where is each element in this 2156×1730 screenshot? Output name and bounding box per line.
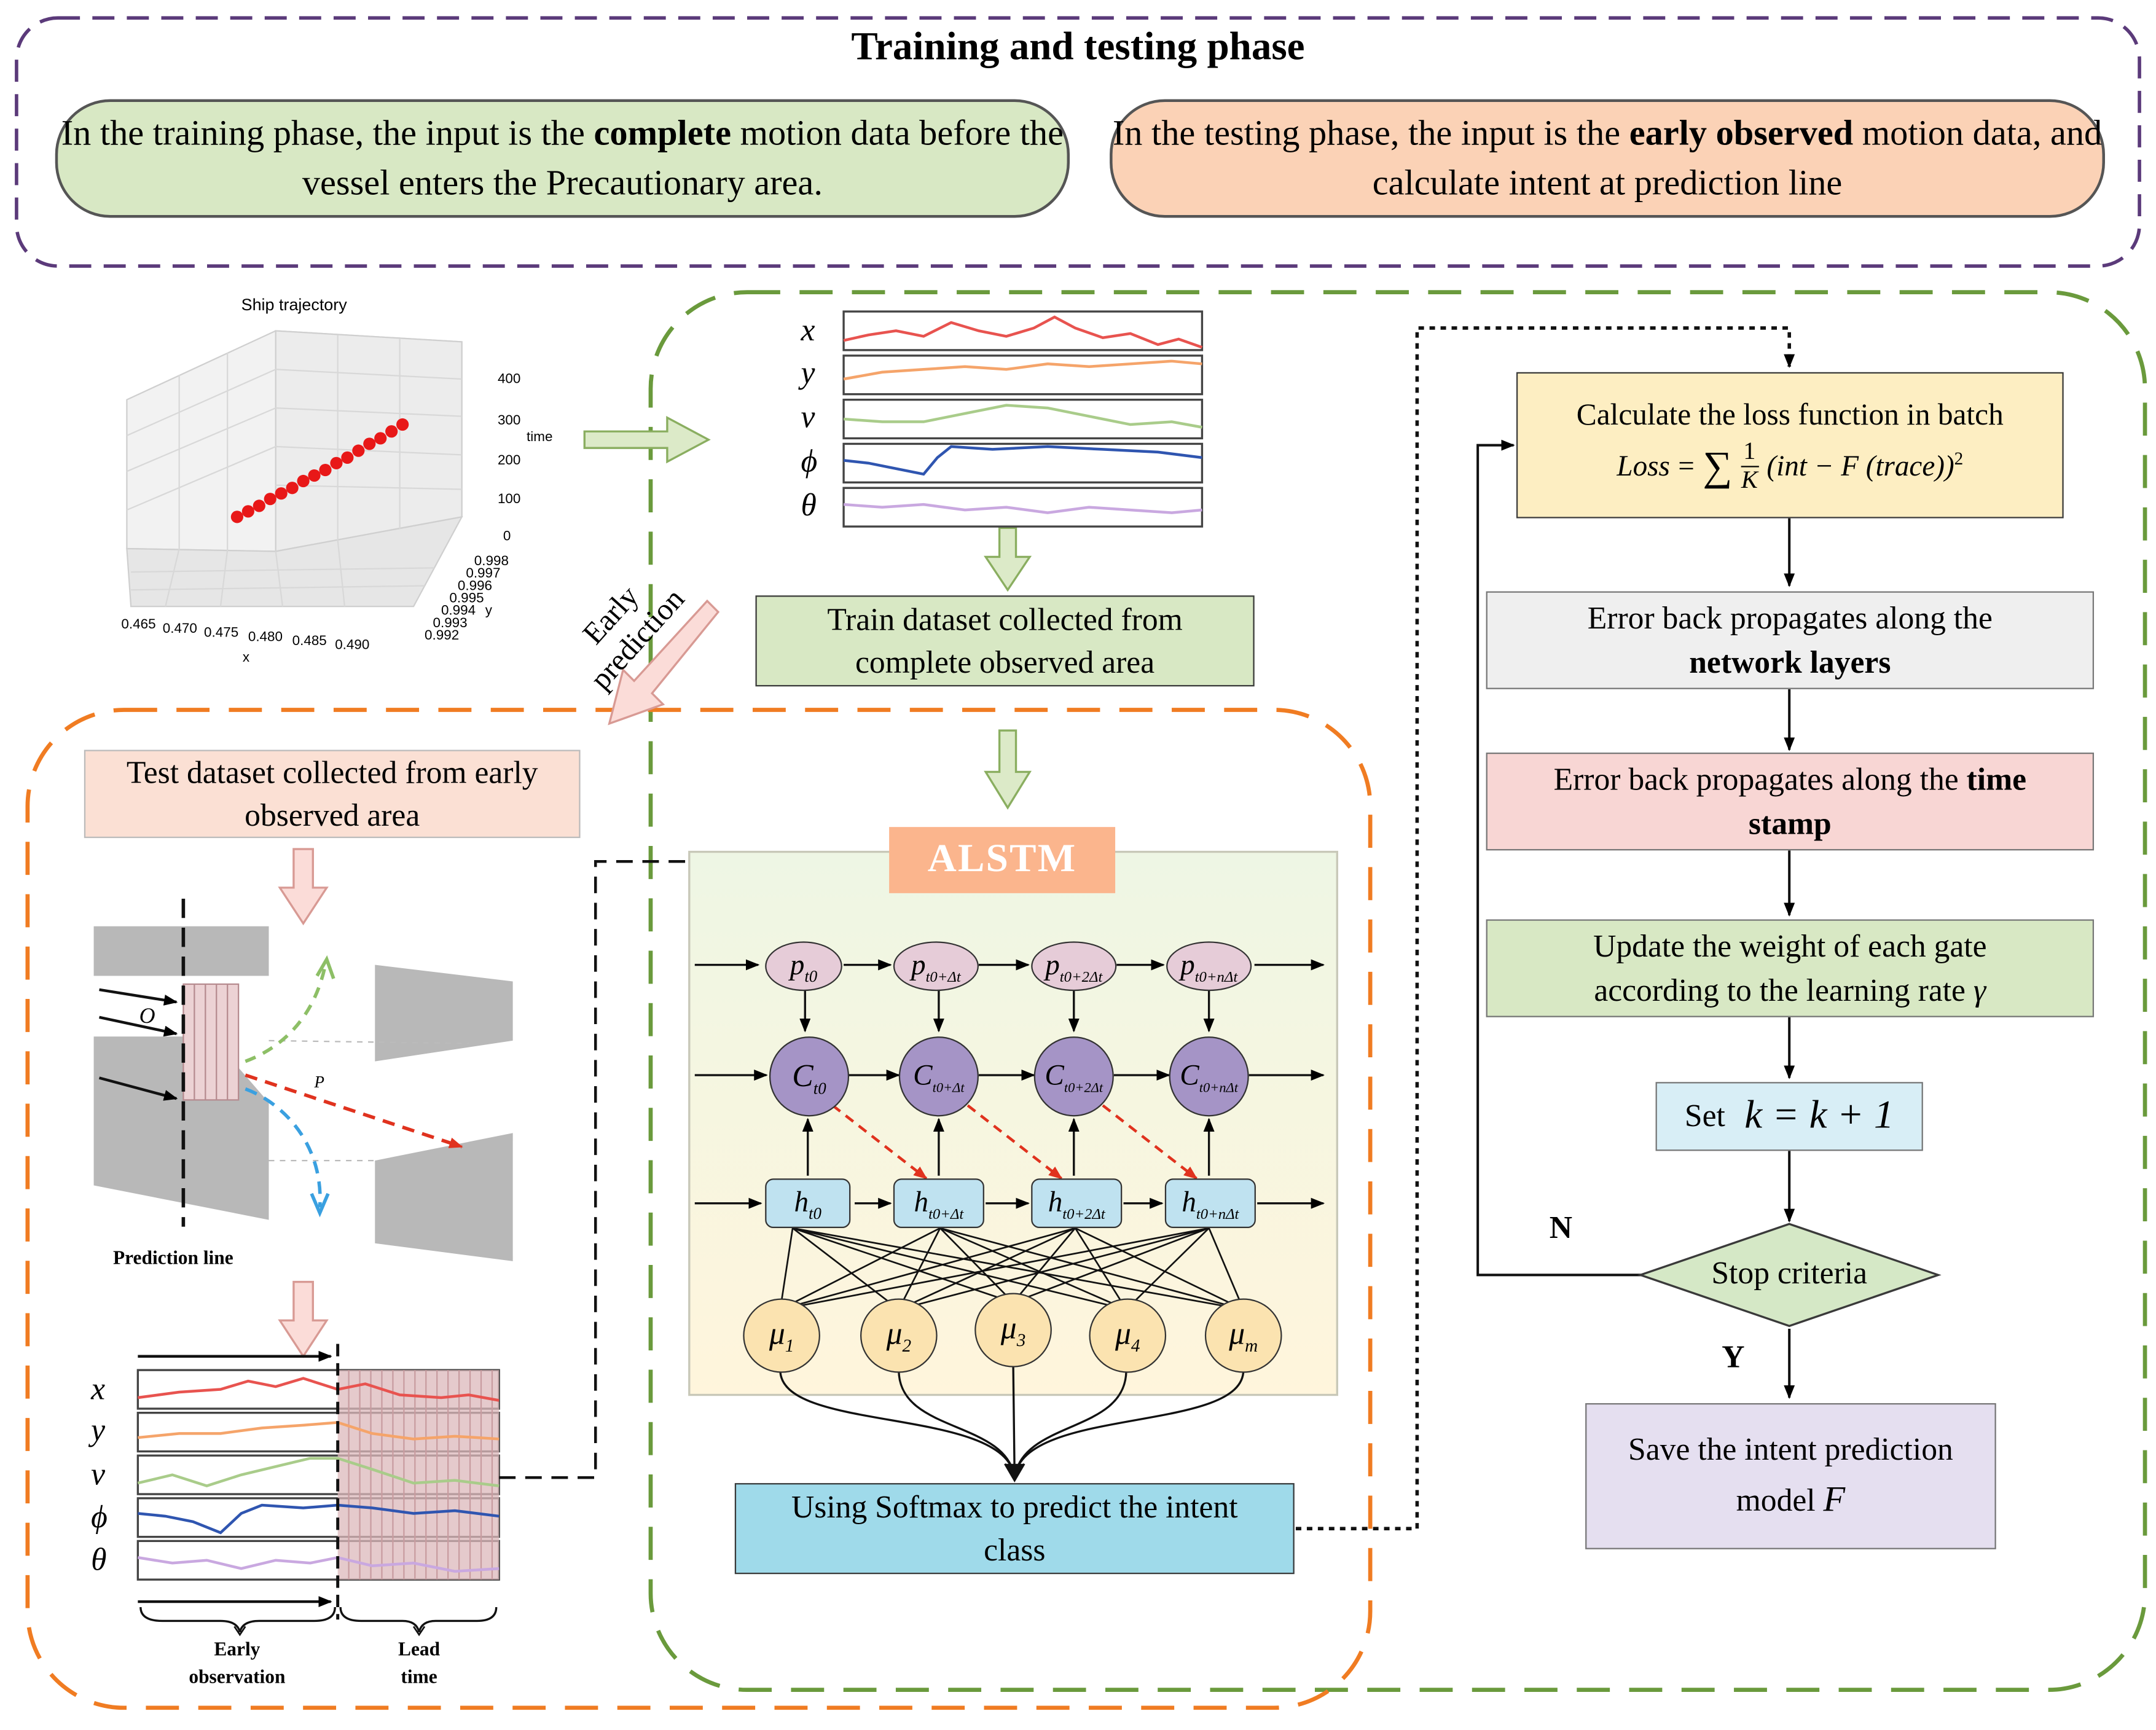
plot-title: Ship trajectory bbox=[241, 295, 347, 315]
block-arrow-signals-to-train bbox=[984, 526, 1032, 592]
z-tick-1: 300 bbox=[497, 413, 521, 429]
x-tick-1: 0.470 bbox=[162, 621, 197, 637]
stop-criteria-diamond bbox=[1637, 1223, 1942, 1328]
phase-title: Training and testing phase bbox=[851, 25, 1305, 69]
p-node-t1: pt0+Δt bbox=[893, 941, 979, 992]
y-tick-4: 0.994 bbox=[441, 603, 476, 619]
testing-phase-note: In the testing phase, the input is the e… bbox=[1110, 99, 2105, 218]
y-tick-1: 0.997 bbox=[466, 566, 501, 582]
c-node-t0: Ct0 bbox=[769, 1036, 850, 1117]
mu-node-1: μ1 bbox=[743, 1298, 820, 1373]
mu-node-3: μ3 bbox=[974, 1293, 1052, 1368]
h-node-t1: ht0+Δt bbox=[893, 1178, 984, 1229]
x-tick-3: 0.480 bbox=[248, 630, 283, 646]
mu-to-softmax-connections bbox=[779, 1364, 1245, 1482]
save-model-box: Save the intent prediction model F bbox=[1585, 1403, 1996, 1549]
x-tick-4: 0.485 bbox=[292, 634, 327, 649]
channel-map-schematic bbox=[93, 898, 513, 1261]
z-tick-4: 0 bbox=[503, 529, 511, 545]
h-node-t2: ht0+2Δt bbox=[1031, 1178, 1123, 1229]
flowchart-arrows bbox=[1476, 439, 1795, 1399]
testing-region bbox=[25, 708, 1373, 1710]
x-tick-2: 0.475 bbox=[204, 625, 239, 641]
c-node-t2: Ct0+2Δt bbox=[1033, 1036, 1114, 1117]
c-node-t1: Ct0+Δt bbox=[898, 1036, 979, 1117]
signal-label-v: v bbox=[801, 399, 815, 434]
branch-y-label: Y bbox=[1722, 1339, 1745, 1374]
x-tick-5: 0.490 bbox=[335, 638, 370, 654]
z-tick-2: 200 bbox=[497, 453, 521, 469]
block-arrow-train-to-alstm bbox=[984, 729, 1032, 810]
ship-trajectory-3d-plot bbox=[126, 330, 463, 608]
p-label: P bbox=[314, 1072, 325, 1092]
h-node-t0: ht0 bbox=[765, 1178, 851, 1229]
signal-label-x: x bbox=[801, 313, 815, 348]
softmax-to-loss-connector bbox=[1295, 326, 1795, 1530]
signal-label-y: y bbox=[801, 355, 815, 390]
mu-node-4: μ4 bbox=[1089, 1298, 1167, 1373]
p-node-t2: pt0+2Δt bbox=[1031, 941, 1117, 992]
test-dataset-box: Test dataset collected from early observ… bbox=[84, 750, 581, 839]
phase-container bbox=[15, 16, 2141, 268]
x-tick-0: 0.465 bbox=[121, 617, 156, 633]
test-signal-label-theta: θ bbox=[91, 1542, 107, 1577]
branch-n-label: N bbox=[1549, 1210, 1573, 1245]
y-tick-0: 0.998 bbox=[474, 554, 509, 569]
training-region bbox=[648, 290, 2147, 1693]
test-signal-label-y: y bbox=[91, 1412, 106, 1447]
test-signal-label-phi: ϕ bbox=[91, 1500, 108, 1535]
mu-node-m: μm bbox=[1204, 1298, 1282, 1373]
y-tick-3: 0.995 bbox=[449, 591, 484, 607]
test-signal-label-x: x bbox=[91, 1371, 106, 1406]
y-tick-2: 0.996 bbox=[457, 579, 493, 594]
z-axis-label: time bbox=[527, 430, 553, 445]
signals-to-alstm-connector bbox=[499, 856, 884, 1479]
hidden-to-mu-connections bbox=[779, 1227, 1244, 1310]
block-arrow-plot-to-signals bbox=[583, 416, 711, 464]
z-tick-3: 100 bbox=[497, 491, 521, 507]
block-arrow-map-to-signals bbox=[278, 1280, 329, 1358]
x-axis-label: x bbox=[242, 650, 250, 666]
signal-label-theta: θ bbox=[801, 488, 817, 523]
p-node-t0: pt0 bbox=[765, 941, 842, 992]
mu-node-2: μ2 bbox=[860, 1298, 938, 1373]
error-time-stamp-box: Error back propagates along the time sta… bbox=[1486, 753, 2095, 851]
test-signal-label-v: v bbox=[91, 1457, 106, 1492]
y-tick-6: 0.992 bbox=[425, 628, 460, 644]
train-dataset-box: Train dataset collected from complete ob… bbox=[755, 595, 1255, 687]
loss-function-box: Calculate the loss function in batch Los… bbox=[1516, 372, 2064, 519]
lead-time-label: Lead time bbox=[398, 1640, 441, 1688]
early-prediction-arrow bbox=[608, 599, 720, 726]
train-signal-panels bbox=[842, 310, 1204, 528]
alstm-title: ALSTM bbox=[889, 827, 1116, 893]
c-node-tn: Ct0+nΔt bbox=[1169, 1036, 1249, 1117]
block-arrow-test-to-map bbox=[278, 848, 329, 926]
error-network-layers-box: Error back propagates along the network … bbox=[1486, 591, 2095, 689]
y-axis-label: y bbox=[485, 603, 492, 619]
update-weights-box: Update the weight of each gate according… bbox=[1486, 919, 2095, 1017]
y-tick-5: 0.993 bbox=[433, 616, 468, 632]
lead-time-shade bbox=[337, 1370, 500, 1580]
alstm-connections bbox=[694, 959, 1325, 1209]
signal-label-phi: ϕ bbox=[801, 444, 818, 479]
test-signal-panels bbox=[136, 1344, 500, 1637]
p-node-tn: pt0+nΔt bbox=[1166, 941, 1252, 992]
h-node-tn: ht0+nΔt bbox=[1164, 1178, 1256, 1229]
softmax-box: Using Softmax to predict the intent clas… bbox=[734, 1483, 1295, 1575]
prediction-line-label: Prediction line bbox=[112, 1248, 233, 1270]
origin-label: O bbox=[139, 1004, 155, 1028]
stop-criteria-label: Stop criteria bbox=[1711, 1255, 1867, 1291]
early-observation-label: Early observation bbox=[189, 1640, 286, 1688]
training-phase-note: In the training phase, the input is the … bbox=[55, 99, 1070, 218]
z-tick-0: 400 bbox=[497, 372, 521, 388]
